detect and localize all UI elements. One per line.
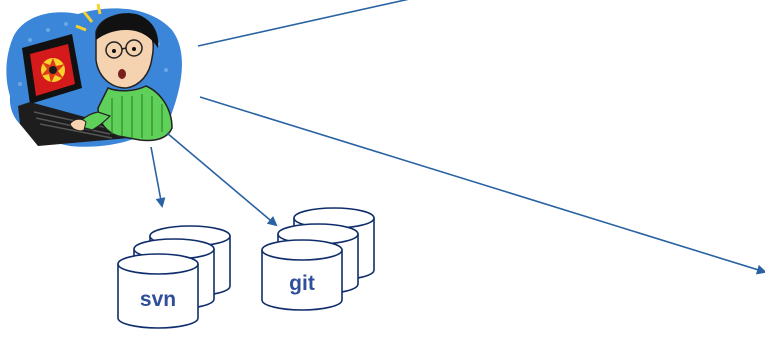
frustrated-user-at-computer-icon bbox=[6, 3, 182, 147]
git-label: git bbox=[289, 272, 315, 295]
arrow-to-git bbox=[166, 132, 278, 227]
svn-repository-stack: svn bbox=[117, 225, 231, 329]
git-repository-stack: git bbox=[261, 207, 375, 311]
arrow-to-right-target bbox=[199, 96, 765, 275]
arrow-to-offscreen-top bbox=[197, 0, 409, 47]
database-stack-icon bbox=[261, 207, 375, 311]
svn-label: svn bbox=[140, 288, 176, 311]
database-stack-icon bbox=[117, 225, 231, 329]
arrow-to-svn bbox=[150, 146, 166, 208]
